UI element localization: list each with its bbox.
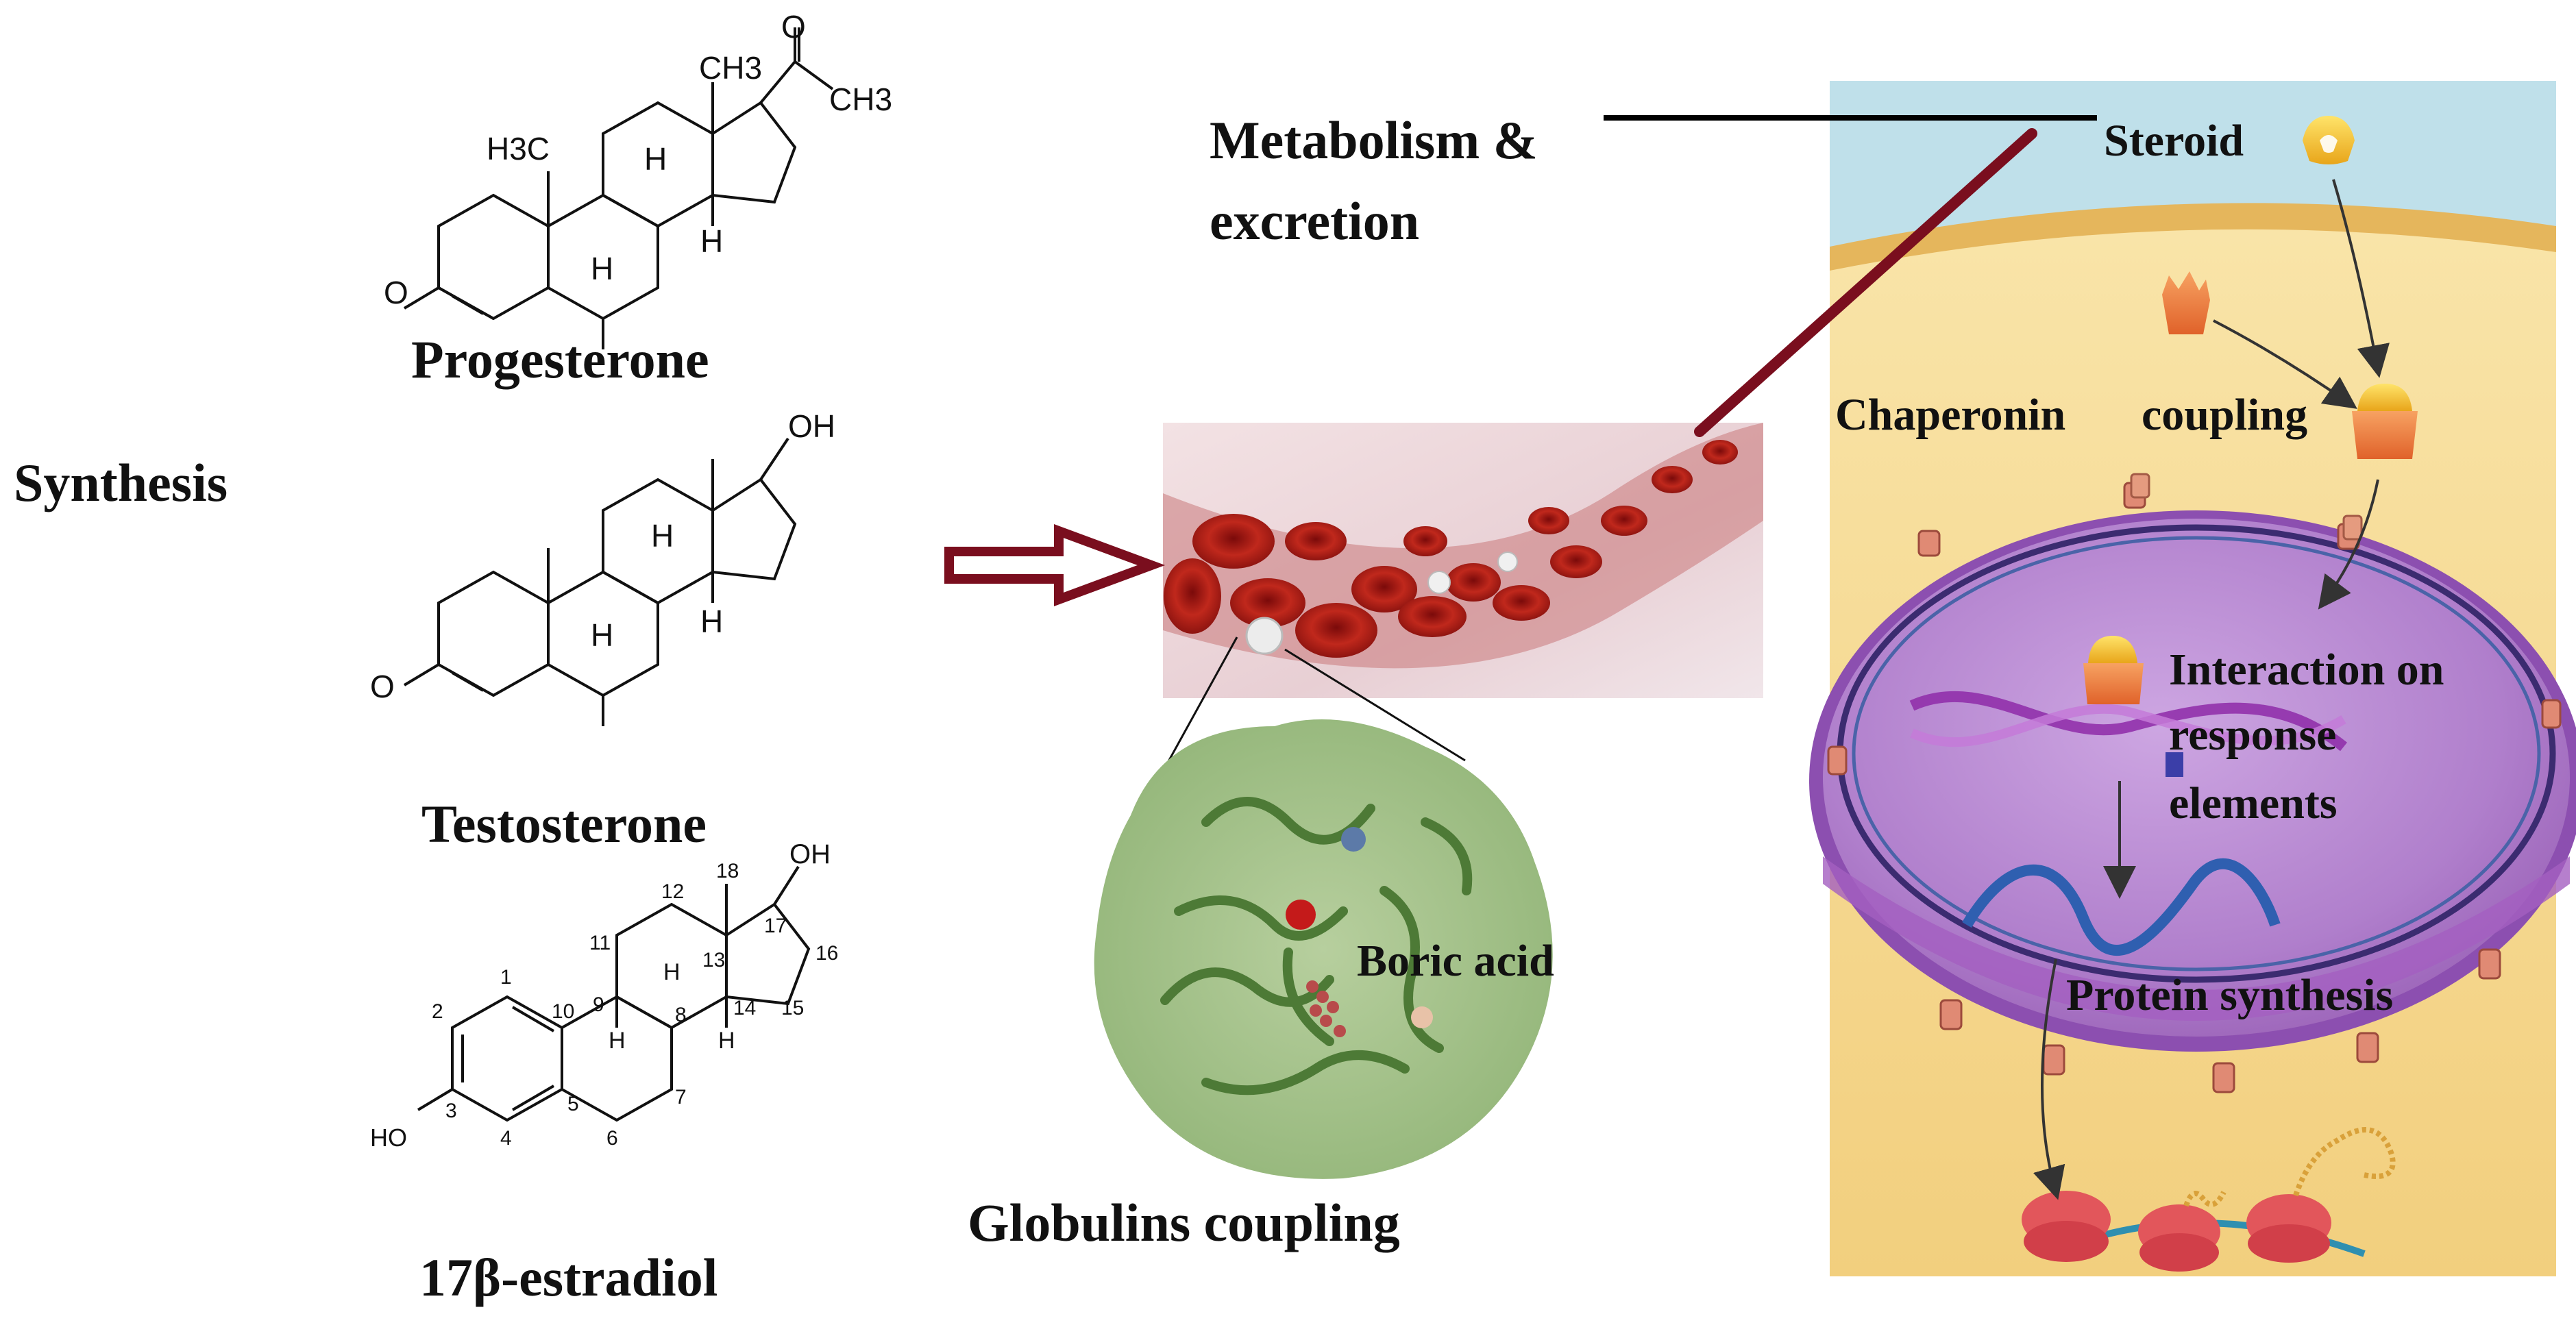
coupling-label: coupling	[2142, 390, 2308, 440]
atom-label: O	[781, 9, 806, 45]
atom-number: 14	[733, 997, 757, 1019]
chaperonin-icon	[2162, 271, 2210, 334]
protein-synthesis-label: Protein synthesis	[2066, 970, 2394, 1020]
atom-label: CH3	[699, 50, 763, 86]
atom-number: 12	[661, 880, 685, 903]
synthesis-arrow-icon	[944, 523, 1166, 607]
blood-vessel-image	[1163, 423, 1763, 698]
steroid-pathway-line	[1694, 128, 2037, 437]
atom-number: 4	[500, 1127, 512, 1150]
interaction-label-line2: response	[2169, 710, 2337, 760]
atom-number: 16	[815, 942, 839, 965]
steroid-label: Steroid	[2104, 116, 2244, 166]
atom-label: HO	[370, 1124, 407, 1152]
atom-number: 10	[552, 1000, 575, 1023]
estradiol-label: 17β-estradiol	[419, 1248, 718, 1307]
cell-panel	[1809, 81, 2576, 1276]
atom-label: H	[700, 604, 724, 639]
progesterone-structure	[403, 27, 834, 349]
steroid-icon	[2303, 116, 2355, 164]
atom-number: 11	[589, 932, 611, 954]
atom-number: 6	[606, 1127, 618, 1150]
atom-number: 18	[716, 860, 739, 882]
metabolism-label-line1: Metabolism &	[1210, 110, 1538, 170]
atom-label: OH	[789, 839, 831, 869]
atom-number: 15	[781, 997, 805, 1019]
atom-label: H	[591, 617, 614, 653]
atom-number: 2	[432, 1000, 443, 1023]
estradiol-structure	[417, 865, 811, 1122]
atom-number: 17	[764, 915, 787, 937]
atom-label: O	[384, 275, 408, 310]
atom-number: 5	[567, 1093, 579, 1115]
globulins-coupling-label: Globulins coupling	[968, 1193, 1400, 1252]
atom-label: H3C	[487, 131, 550, 166]
atom-label: H	[591, 251, 614, 286]
atom-number: 13	[702, 949, 726, 971]
atom-number: 8	[675, 1004, 687, 1026]
atom-label: H	[644, 141, 667, 177]
atom-label: H	[700, 223, 724, 259]
interaction-label-line1: Interaction on	[2169, 645, 2444, 695]
atom-label: O	[370, 669, 395, 704]
atom-label: H	[718, 1028, 735, 1054]
atom-label: H	[651, 518, 674, 554]
synthesis-label: Synthesis	[14, 453, 228, 512]
atom-label: CH3	[829, 82, 893, 117]
atom-number: 1	[500, 966, 512, 989]
atom-number: 7	[675, 1086, 687, 1109]
metabolism-label-line2: excretion	[1210, 191, 1420, 251]
interaction-label-line3: elements	[2169, 778, 2338, 828]
atom-number: 3	[445, 1100, 457, 1122]
chaperonin-label: Chaperonin	[1835, 390, 2066, 440]
testosterone-label: Testosterone	[421, 794, 707, 854]
testosterone-structure	[403, 437, 797, 726]
globulin-protein-image	[1094, 719, 1553, 1179]
steroid-receptor-icon	[2083, 636, 2144, 704]
boric-acid-label: Boric acid	[1357, 936, 1554, 986]
atom-label: H	[663, 959, 680, 985]
atom-label: H	[609, 1028, 626, 1054]
atom-label: OH	[788, 408, 835, 444]
progesterone-label: Progesterone	[411, 330, 709, 389]
atom-number: 9	[593, 993, 604, 1016]
steroid-chaperonin-complex-icon	[2352, 384, 2418, 459]
